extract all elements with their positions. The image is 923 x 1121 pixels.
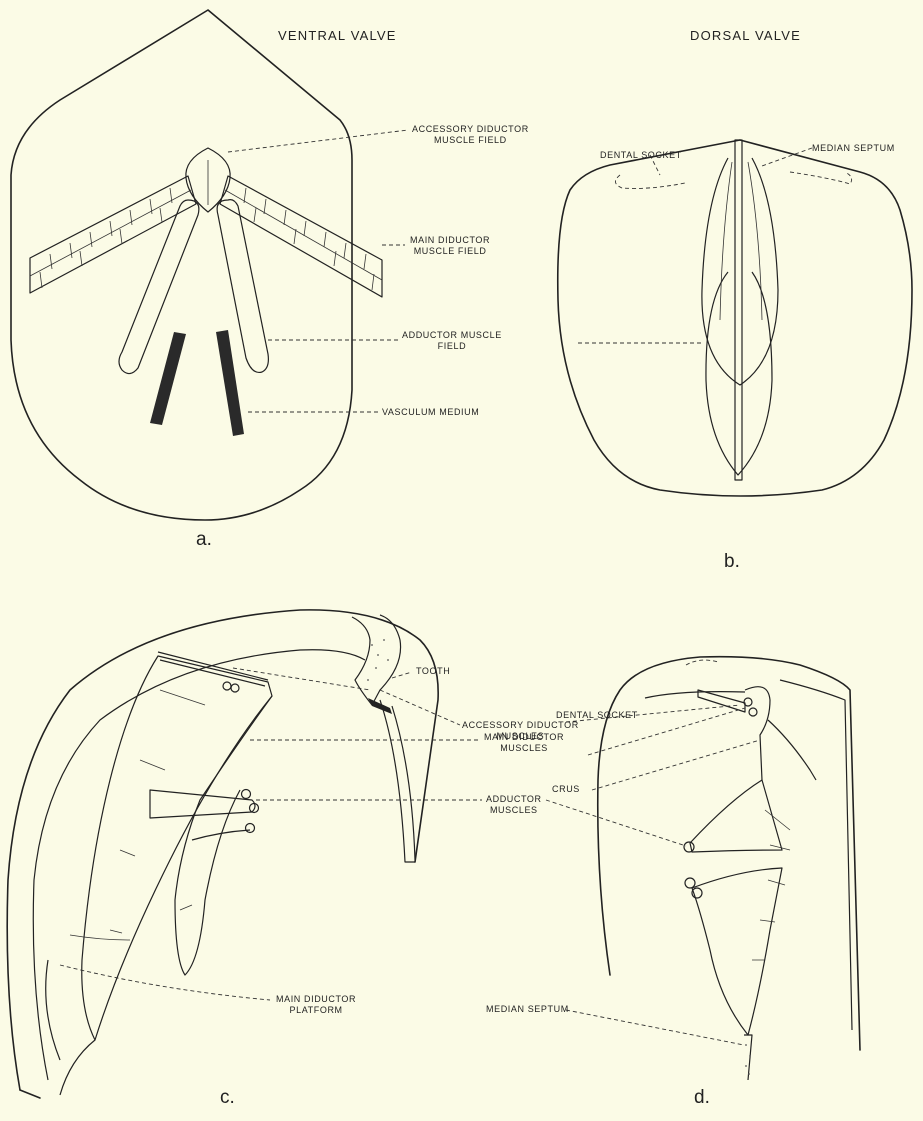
label-dental-socket-d: DENTAL SOCKET (556, 710, 638, 721)
label-line: ACCESSORY DIDUCTOR (412, 124, 529, 135)
panel-letter-d: d. (694, 1092, 710, 1103)
label-main-diductor-muscles: MAIN DIDUCTOR MUSCLES (484, 732, 564, 754)
main-diductor-muscles-c (82, 656, 272, 1040)
label-line: MAIN DIDUCTOR (484, 732, 564, 743)
vasculum-medium (150, 330, 244, 436)
ventral-valve-title: VENTRAL VALVE (278, 30, 397, 41)
accessory-diductor-muscles-c (158, 652, 268, 692)
label-median-septum-b: MEDIAN SEPTUM (812, 143, 895, 154)
label-median-septum-d: MEDIAN SEPTUM (486, 1004, 569, 1015)
adductor-muscles-d (684, 780, 790, 1035)
panel-letter-b: b. (724, 556, 740, 567)
label-tooth: TOOTH (416, 666, 450, 677)
dorsal-adductor-scars (702, 158, 778, 475)
label-line: ACCESSORY DIDUCTOR (462, 720, 579, 731)
label-accessory-diductor-field: ACCESSORY DIDUCTOR MUSCLE FIELD (412, 124, 529, 146)
accessory-diductor-field (186, 148, 230, 212)
dorsal-valve-title: DORSAL VALVE (690, 30, 801, 41)
panel-letter-a: a. (196, 534, 212, 545)
tooth-and-hinge (352, 615, 415, 862)
dental-sockets (615, 172, 851, 188)
panel-a-leaders (228, 130, 408, 412)
panel-d-leaders (546, 705, 760, 1045)
label-line: ADDUCTOR (486, 794, 542, 805)
label-adductor-muscles: ADDUCTOR MUSCLES (486, 794, 542, 816)
label-line: MAIN DIDUCTOR (410, 235, 490, 246)
median-septum-b (735, 140, 742, 480)
label-line: MUSCLE FIELD (412, 135, 529, 146)
label-line: MAIN DIDUCTOR (276, 994, 356, 1005)
median-septum-d (744, 1035, 752, 1080)
label-line: FIELD (402, 341, 502, 352)
label-crus: CRUS (552, 784, 580, 795)
crura-and-brachiophore (698, 687, 816, 780)
panel-letter-c: c. (220, 1092, 235, 1103)
ventral-valve-outline (11, 10, 352, 520)
label-line: MUSCLES (484, 743, 564, 754)
main-diductor-field-left (30, 176, 196, 293)
adductor-muscle-field (119, 200, 268, 374)
label-line: MUSCLES (486, 805, 542, 816)
label-line: PLATFORM (276, 1005, 356, 1016)
label-line: MUSCLE FIELD (410, 246, 490, 257)
label-line: ADDUCTOR MUSCLE (402, 330, 502, 341)
diductor-platform-c (46, 935, 130, 1095)
ventral-valve-side-outline (7, 610, 438, 1098)
label-dental-socket-b: DENTAL SOCKET (600, 150, 682, 161)
label-main-diductor-platform: MAIN DIDUCTOR PLATFORM (276, 994, 356, 1016)
label-adductor-muscle-field: ADDUCTOR MUSCLE FIELD (402, 330, 502, 352)
label-vasculum-medium: VASCULUM MEDIUM (382, 407, 479, 418)
label-main-diductor-field: MAIN DIDUCTOR MUSCLE FIELD (410, 235, 490, 257)
